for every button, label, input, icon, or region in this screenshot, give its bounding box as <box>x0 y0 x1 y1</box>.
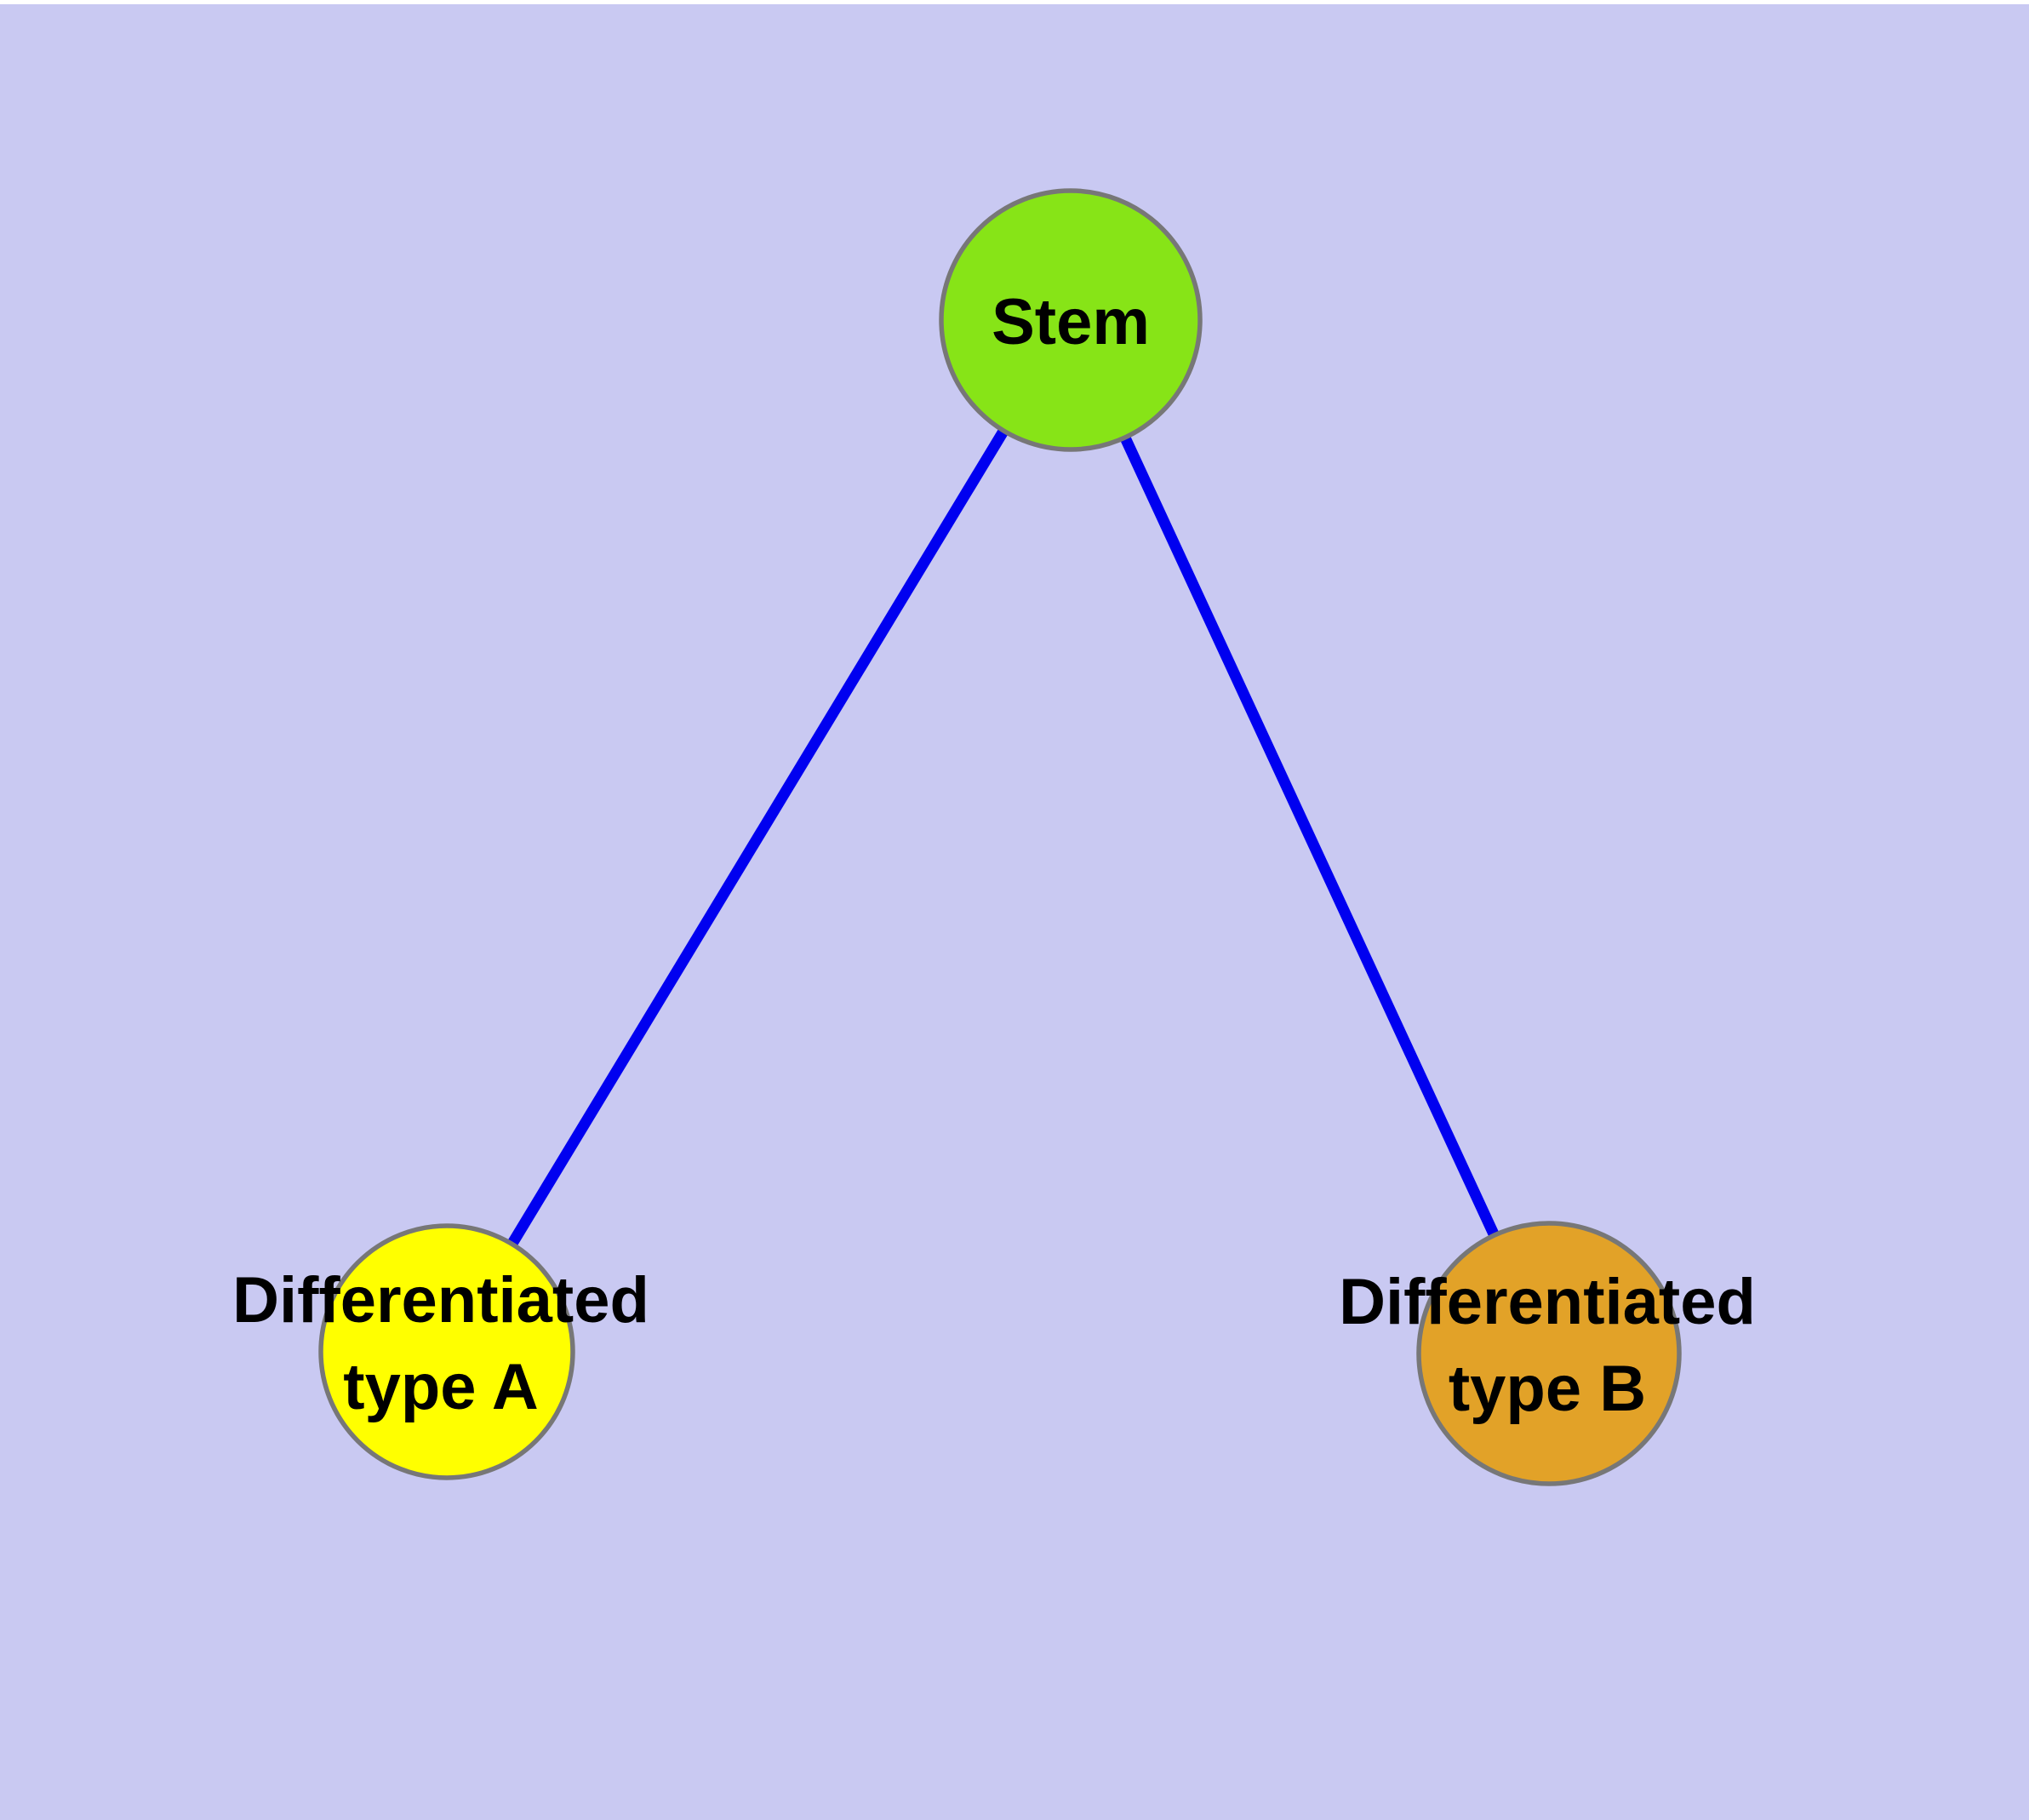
node-type-b-label-line2: type B <box>1449 1353 1646 1425</box>
node-stem <box>939 188 1203 452</box>
node-differentiated-type-a <box>318 1223 575 1480</box>
node-type-b-label-line1: Differentiated <box>1339 1266 1756 1338</box>
node-type-a-label-line2: type A <box>343 1351 538 1423</box>
node-type-a-label-line1: Differentiated <box>232 1264 649 1336</box>
edge-stem-to-type-b <box>1066 318 1554 1356</box>
node-stem-label: Stem <box>992 286 1150 358</box>
edge-stem-to-type-a <box>442 317 1076 1355</box>
top-border-strip <box>0 0 2029 4</box>
node-differentiated-type-b <box>1416 1221 1682 1486</box>
